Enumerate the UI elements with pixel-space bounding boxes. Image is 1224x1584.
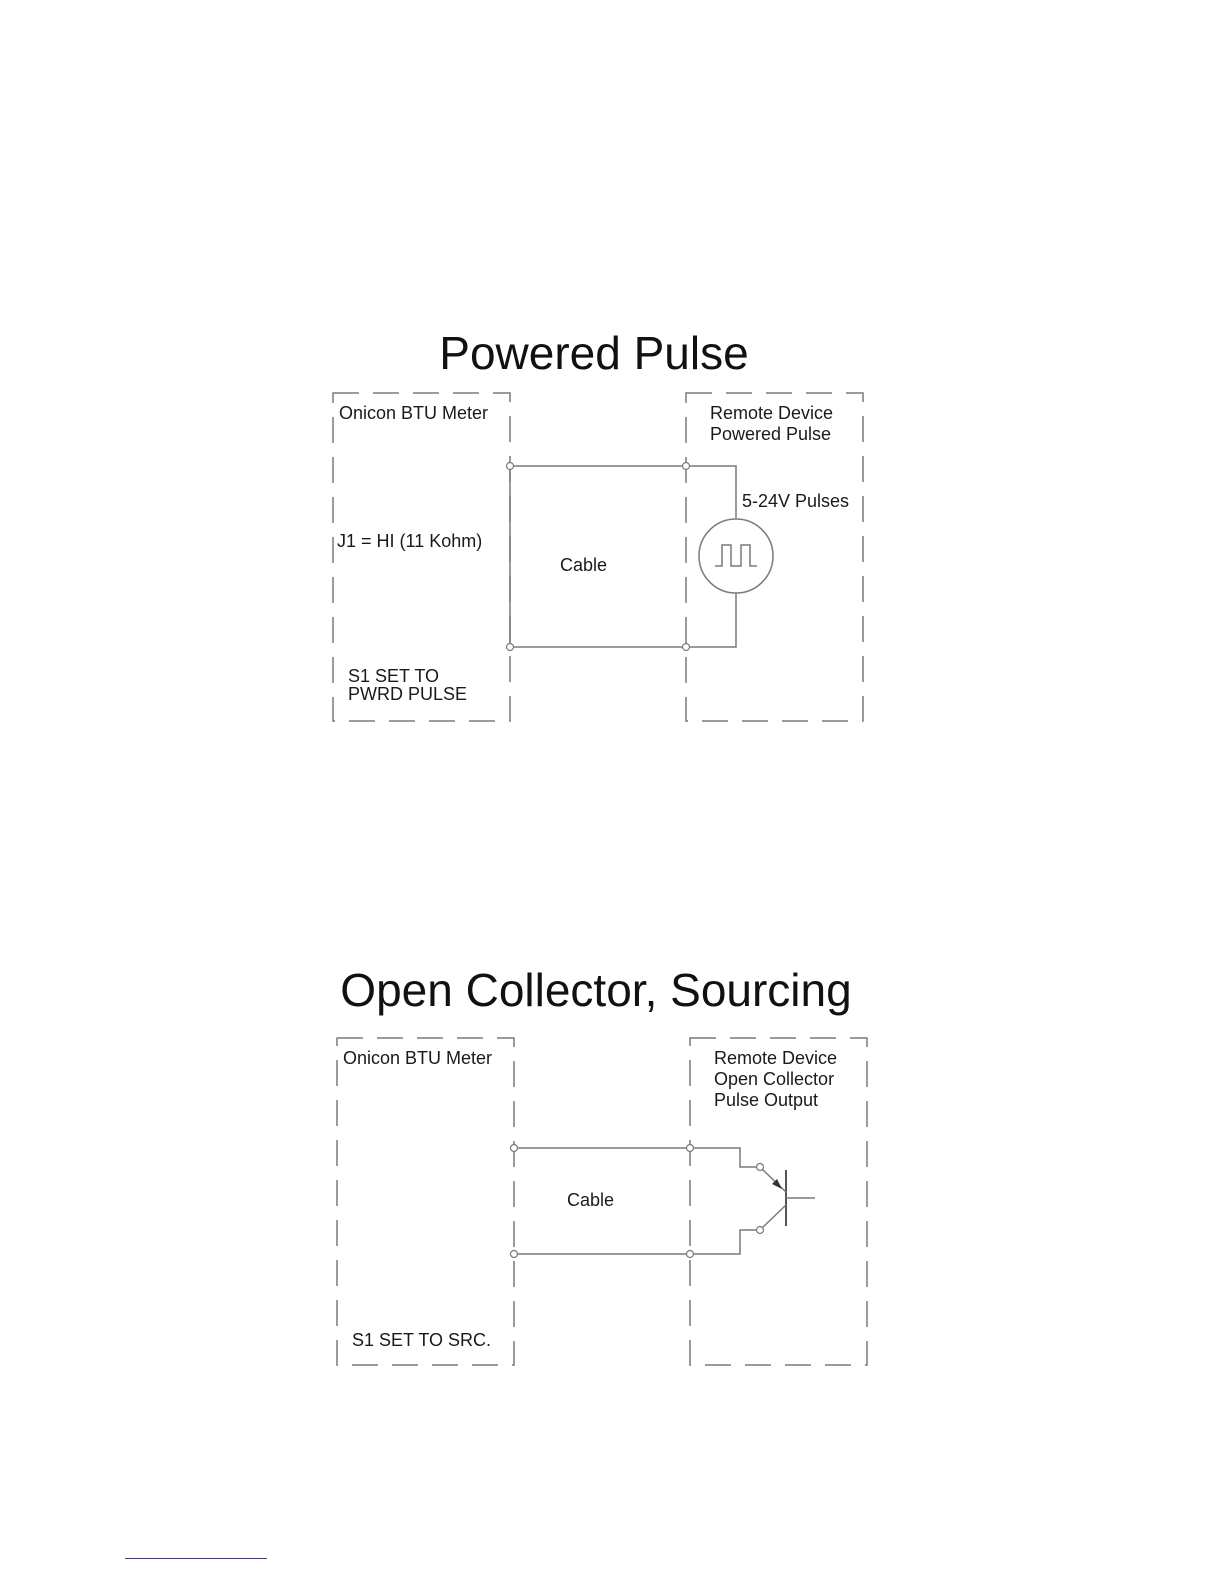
top-wire	[514, 1148, 757, 1167]
terminal	[687, 1251, 694, 1258]
terminal	[511, 1145, 518, 1152]
remote-device-label-line1: Remote Device	[714, 1048, 837, 1069]
onicon-meter-label: Onicon BTU Meter	[343, 1048, 492, 1069]
cable-label: Cable	[567, 1190, 614, 1211]
remote-device-label-line2: Open Collector	[714, 1069, 834, 1090]
npn-transistor-icon	[757, 1164, 816, 1234]
terminal	[511, 1251, 518, 1258]
bottom-wire	[514, 1230, 757, 1254]
switch-setting-label: S1 SET TO SRC.	[352, 1330, 491, 1351]
terminal	[687, 1145, 694, 1152]
onicon-meter-box	[337, 1038, 514, 1365]
remote-device-label-line3: Pulse Output	[714, 1090, 818, 1111]
footnote-divider	[125, 1558, 267, 1559]
